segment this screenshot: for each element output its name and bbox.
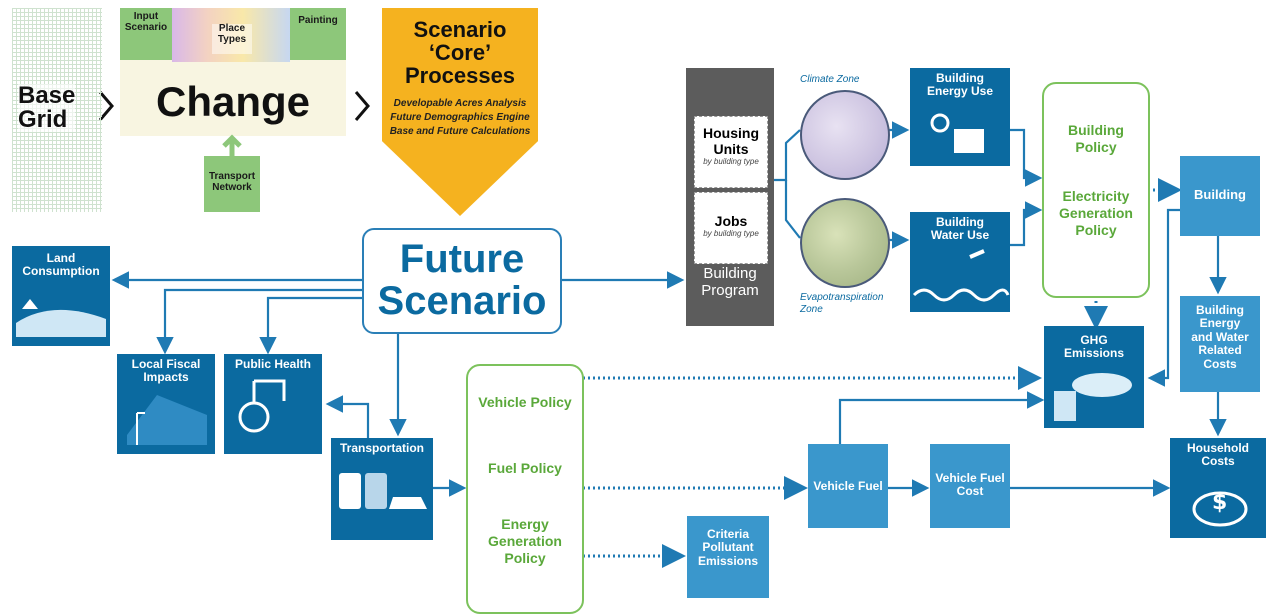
building-box: Building bbox=[1180, 156, 1260, 236]
ghg-emissions-label: GHG Emissions bbox=[1063, 333, 1125, 361]
fuel-policy-label: Fuel Policy bbox=[488, 460, 562, 476]
climate-zone-map bbox=[800, 90, 890, 180]
transportation-label: Transportation bbox=[339, 441, 424, 455]
electricity-policy-label: Electricity Generation Policy bbox=[1059, 188, 1133, 238]
building-costs-box: Building Energy and Water Related Costs bbox=[1180, 296, 1260, 392]
vehicle-policy-label: Vehicle Policy bbox=[478, 394, 572, 410]
future-scenario-box: Future Scenario bbox=[362, 228, 562, 334]
streetscape-icon bbox=[127, 394, 207, 445]
vehicle-fuel-box: Vehicle Fuel bbox=[808, 444, 888, 528]
building-label: Building bbox=[1194, 187, 1246, 202]
public-health-box: Public Health bbox=[224, 354, 322, 454]
scenario-core-title: Scenario ‘Core’ Processes bbox=[404, 17, 516, 89]
housing-units-label: Housing Units bbox=[703, 125, 759, 158]
building-policy-box: Building Policy Electricity Generation P… bbox=[1042, 82, 1150, 298]
smokestack-cloud-icon bbox=[1054, 372, 1132, 421]
transport-policy-box: Vehicle Policy Fuel Policy Energy Genera… bbox=[466, 364, 584, 614]
building-costs-label: Building Energy and Water Related Costs bbox=[1191, 303, 1249, 371]
vehicles-icon bbox=[339, 473, 427, 510]
building-energy-use-box: Building Energy Use bbox=[910, 68, 1010, 166]
energy-policy-label: Energy Generation Policy bbox=[488, 516, 562, 566]
core-item-1: Developable Acres Analysis bbox=[393, 98, 527, 109]
vehicle-fuel-label: Vehicle Fuel bbox=[813, 479, 883, 493]
input-scenario-tile: Input Scenario bbox=[120, 8, 172, 60]
local-fiscal-label: Local Fiscal Impacts bbox=[131, 357, 201, 385]
housing-units-card: Housing Units by building type bbox=[694, 116, 768, 188]
evapotranspiration-label: Evapotranspiration Zone bbox=[800, 292, 884, 315]
stethoscope-icon bbox=[238, 379, 286, 433]
svg-text:$: $ bbox=[1212, 490, 1227, 515]
base-grid-label: Base Grid bbox=[18, 82, 76, 133]
public-health-label: Public Health bbox=[234, 357, 311, 371]
piggy-bank-icon: $ bbox=[1192, 490, 1248, 527]
household-costs-box: Household Costs $ bbox=[1170, 438, 1266, 538]
vehicle-fuel-cost-label: Vehicle Fuel Cost bbox=[935, 471, 1005, 499]
core-item-3: Base and Future Calculations bbox=[389, 126, 531, 137]
vehicle-fuel-cost-box: Vehicle Fuel Cost bbox=[930, 444, 1010, 528]
building-program-label: Building Program bbox=[701, 265, 759, 299]
landscape-icon bbox=[16, 298, 106, 337]
criteria-pollutant-label: Criteria Pollutant Emissions bbox=[697, 527, 759, 568]
change-panel: Input Scenario Place Types Painting Chan… bbox=[120, 8, 346, 136]
criteria-pollutant-box: Criteria Pollutant Emissions bbox=[687, 516, 769, 598]
building-policy-label: Building Policy bbox=[1068, 122, 1124, 155]
climate-zone-label: Climate Zone bbox=[800, 74, 860, 85]
evapotranspiration-map bbox=[800, 198, 890, 288]
painting-tile: Painting bbox=[290, 8, 346, 60]
core-item-2: Future Demographics Engine bbox=[390, 112, 530, 123]
jobs-sub: by building type bbox=[703, 229, 759, 238]
building-water-use-label: Building Water Use bbox=[930, 215, 990, 243]
change-label: Change bbox=[155, 78, 310, 125]
local-fiscal-box: Local Fiscal Impacts bbox=[117, 354, 215, 454]
ghg-emissions-box: GHG Emissions bbox=[1044, 326, 1144, 428]
transport-network-tile: Transport Network bbox=[204, 156, 260, 212]
transportation-box: Transportation bbox=[331, 438, 433, 540]
jobs-label: Jobs bbox=[714, 213, 748, 229]
building-water-use-box: Building Water Use bbox=[910, 212, 1010, 312]
future-scenario-label: Future Scenario bbox=[377, 237, 547, 323]
place-types-tile: Place Types bbox=[212, 23, 252, 54]
land-consumption-box: Land Consumption bbox=[12, 246, 110, 346]
faucet-water-icon bbox=[912, 249, 1010, 302]
land-consumption-label: Land Consumption bbox=[22, 251, 100, 279]
lightbulb-house-icon bbox=[930, 113, 984, 153]
building-energy-use-label: Building Energy Use bbox=[926, 71, 994, 99]
housing-units-sub: by building type bbox=[703, 157, 759, 167]
household-costs-label: Household Costs bbox=[1187, 441, 1249, 469]
base-grid-tile: Base Grid bbox=[12, 8, 102, 212]
building-program-panel: Housing Units by building type Jobs by b… bbox=[686, 68, 774, 326]
jobs-card: Jobs by building type bbox=[694, 192, 768, 264]
